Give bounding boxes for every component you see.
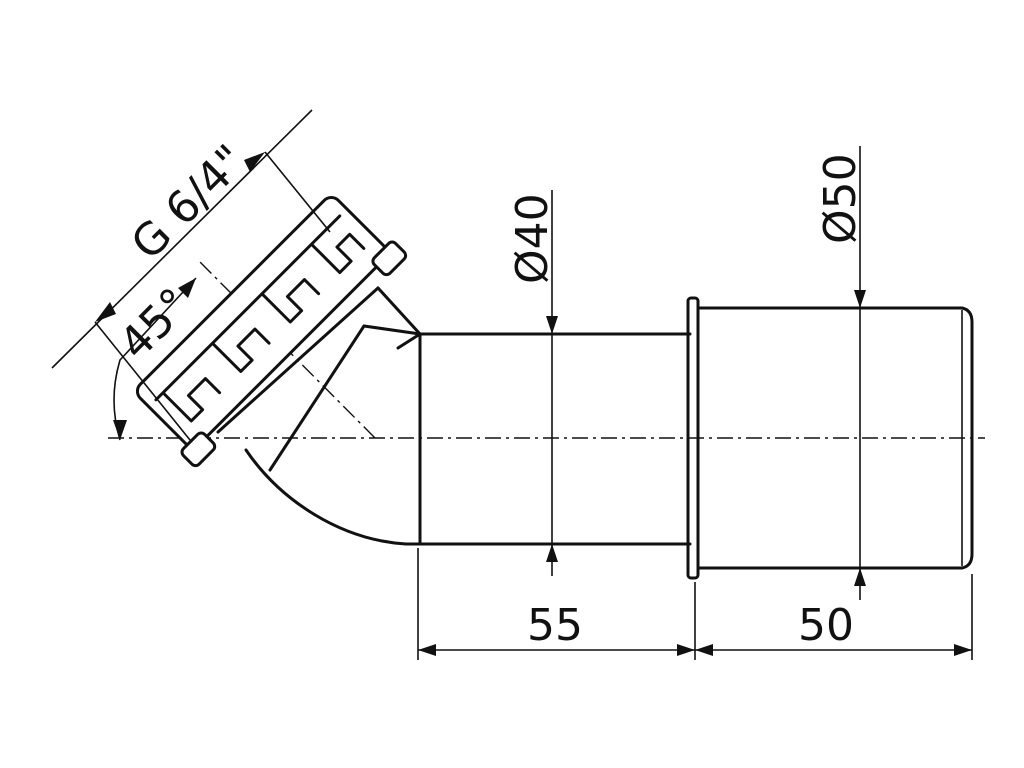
diameter-40-label: Ø40 bbox=[507, 193, 558, 284]
length-55-label: 55 bbox=[527, 600, 583, 651]
diameter-50-label: Ø50 bbox=[815, 153, 866, 244]
elbow-body bbox=[216, 286, 422, 546]
threaded-nut bbox=[135, 195, 408, 468]
pipe-flange bbox=[686, 296, 700, 580]
pipe-section-d50 bbox=[696, 306, 974, 570]
pipe-section-d40 bbox=[418, 332, 692, 546]
thread-size-label: G 6/4" bbox=[122, 135, 256, 269]
diameter-d50-dimension: Ø50 bbox=[815, 146, 866, 600]
length-dimensions: 55 50 bbox=[417, 548, 973, 660]
diameter-d40-dimension: Ø40 bbox=[507, 190, 558, 576]
length-50-label: 50 bbox=[798, 600, 854, 651]
